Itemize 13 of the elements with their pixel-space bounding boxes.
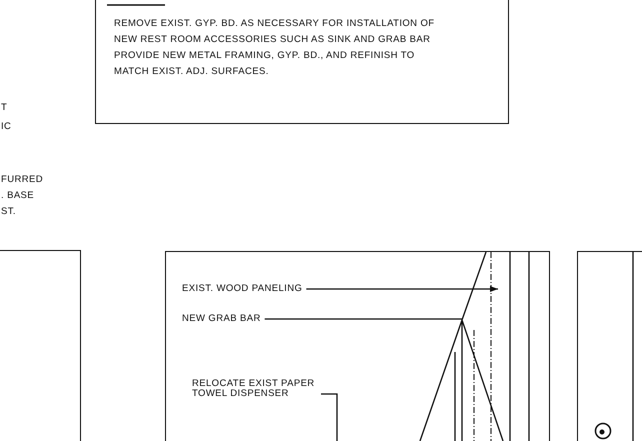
wall-elevation-panel — [165, 251, 550, 441]
leader-line — [321, 393, 338, 441]
leader-line — [306, 286, 498, 292]
callout-text: EXIST. WOOD PANELING — [182, 281, 302, 297]
cut-off-note-text: T IC — [1, 101, 12, 134]
wall-elevation-panel — [0, 250, 81, 441]
wall-elevation-panel — [577, 251, 642, 441]
callout-text: RELOCATE EXIST PAPER TOWEL DISPENSER — [192, 379, 317, 399]
cut-off-note-text: FURRED . BASE ST. — [1, 173, 44, 219]
callout-text: NEW GRAB BAR — [182, 311, 261, 327]
leader-line — [264, 318, 462, 320]
note-box — [95, 0, 509, 124]
note-text: REMOVE EXIST. GYP. BD. AS NECESSARY FOR INSTALLATION OF NEW REST ROOM ACCESSORIES SUCH AS SINK AND GRAB BAR PROVIDE NEW METAL FRAMING, GYP. BD., AND REFINISH TO MATCH EXIST. ADJ. SURFACES. — [114, 17, 436, 79]
